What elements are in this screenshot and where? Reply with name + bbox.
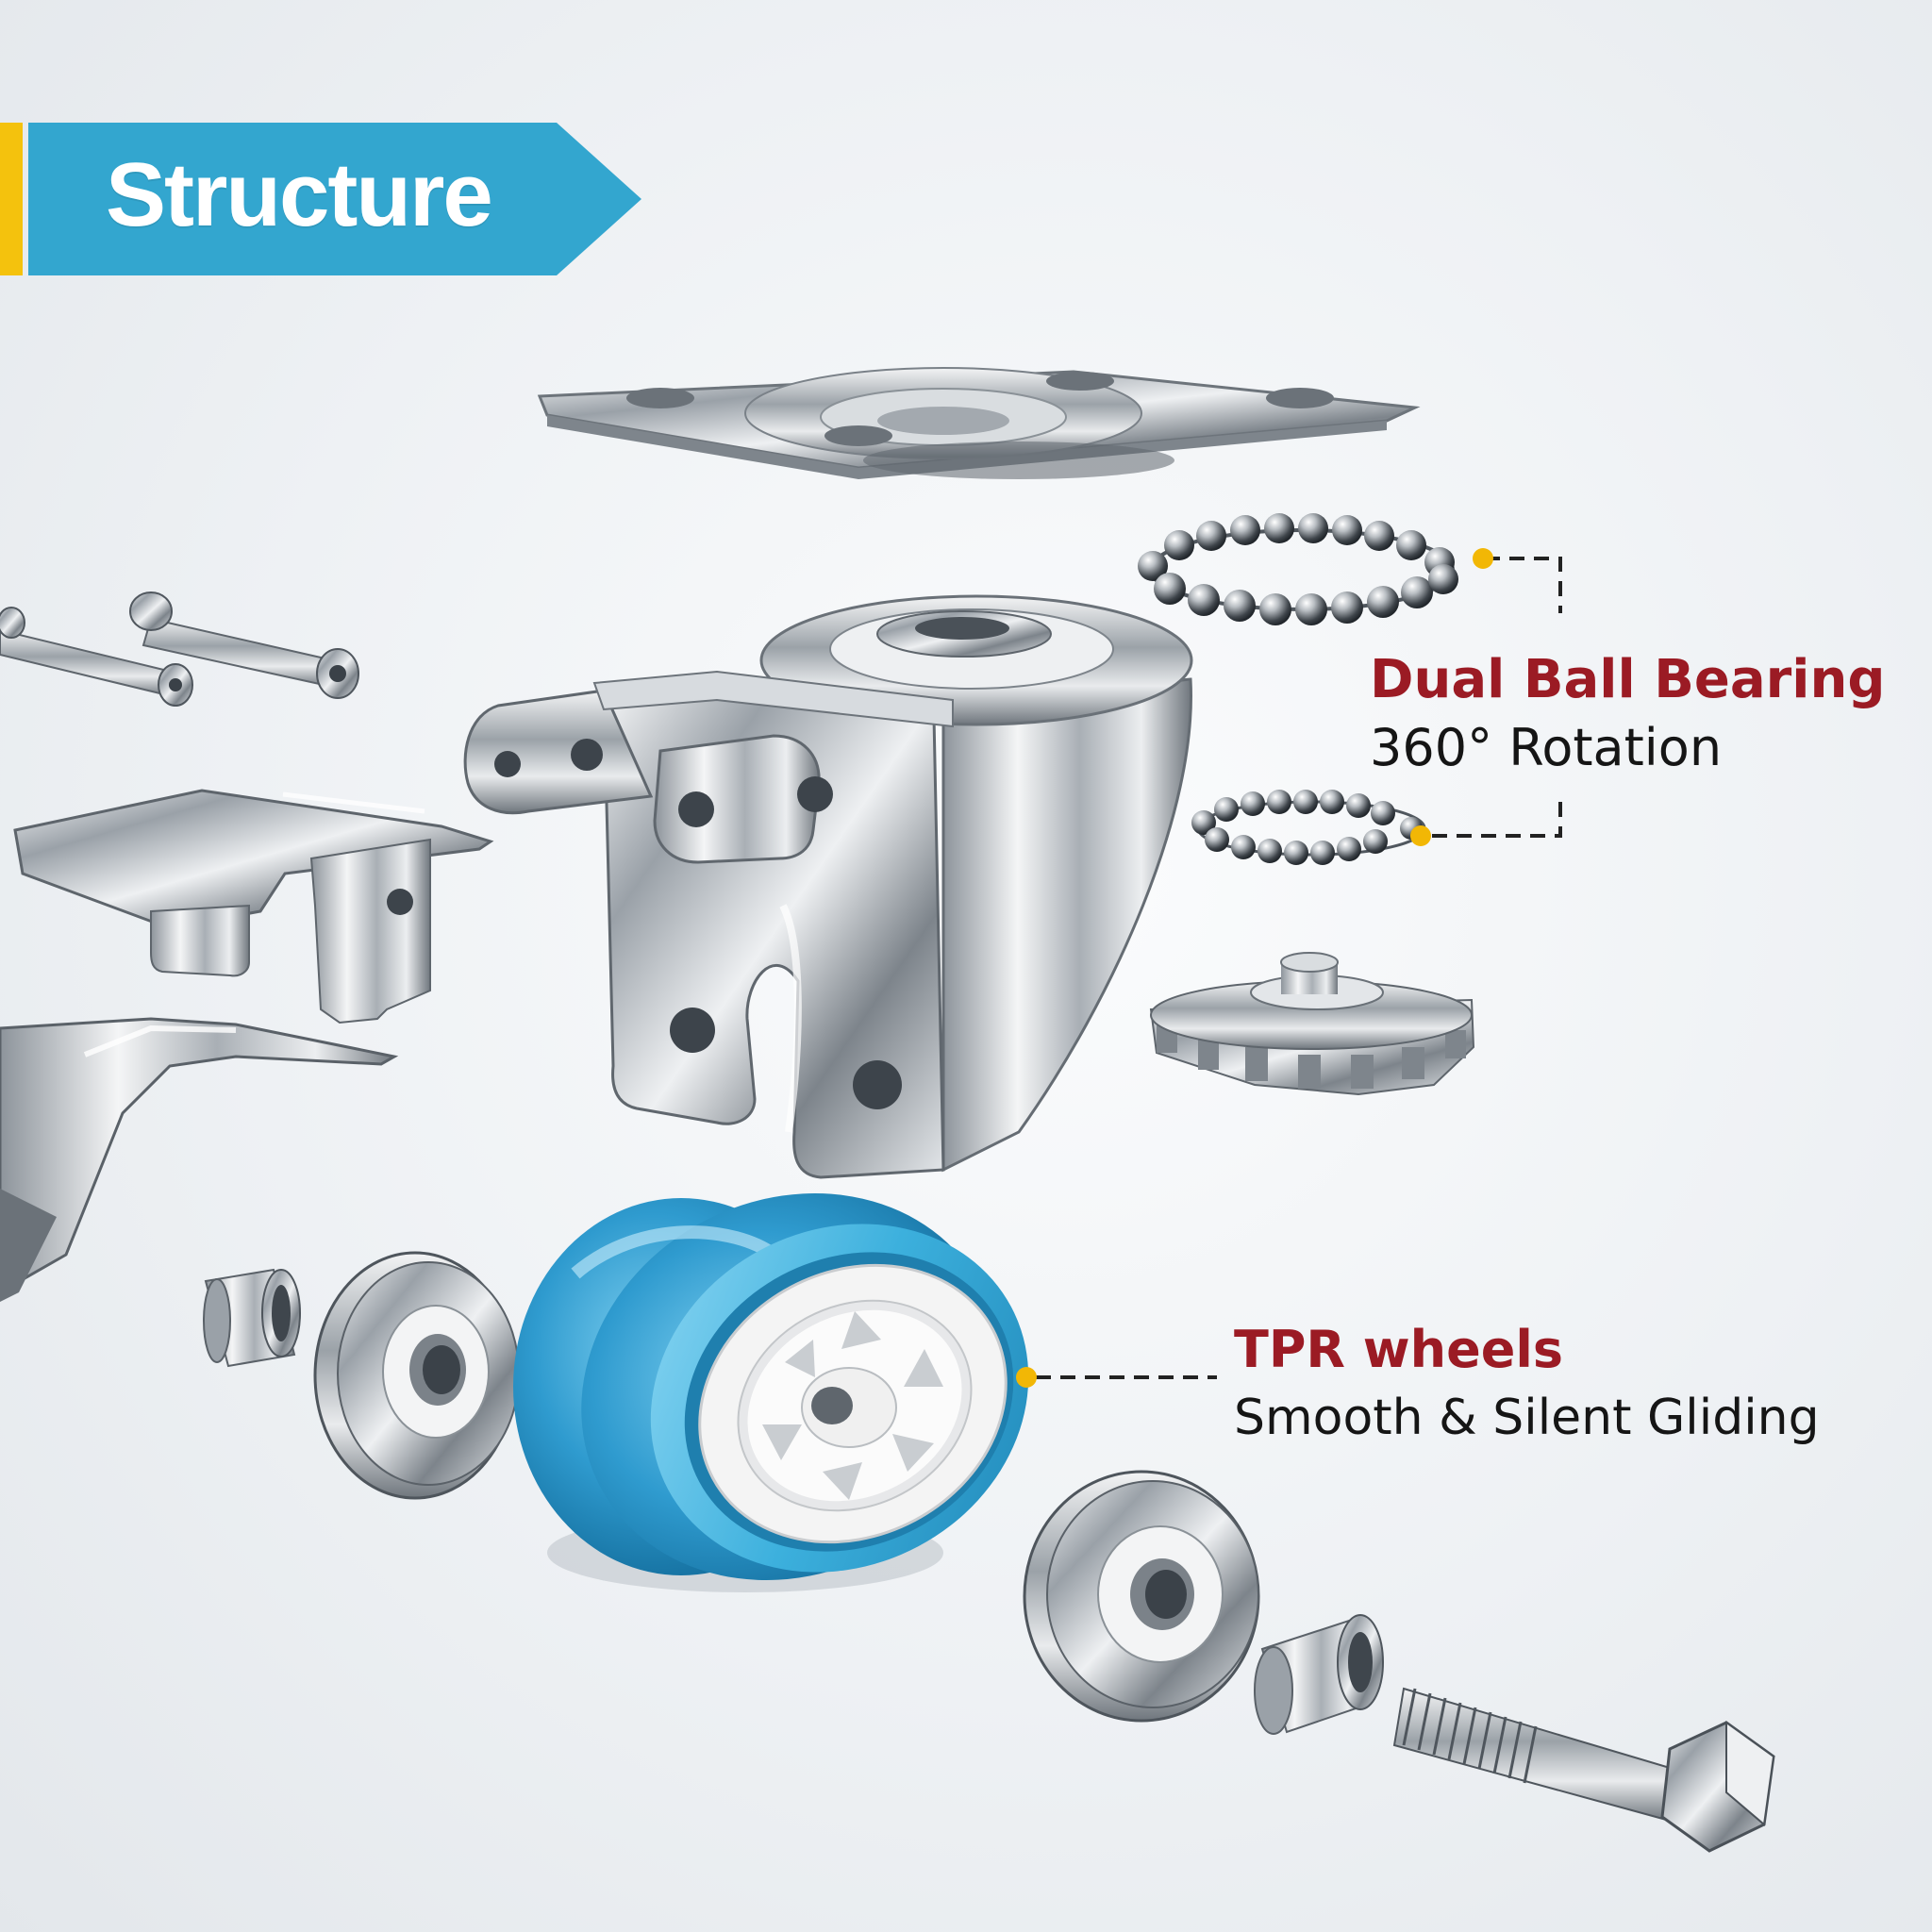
wheel-bearing-left <box>313 1251 520 1500</box>
bushing-left <box>203 1268 301 1368</box>
leader-dot <box>1410 825 1431 846</box>
axle-bolt <box>1392 1687 1775 1853</box>
bearing-leader-lines <box>1410 548 1562 846</box>
brake-bracket <box>13 789 494 1024</box>
bushing-right <box>1254 1614 1384 1735</box>
wheel-callout-title: TPR wheels <box>1234 1320 1564 1379</box>
swivel-fork-bracket <box>463 594 1193 1179</box>
wheel-leader-line <box>1016 1367 1217 1388</box>
axle-pins <box>0 591 359 707</box>
wheel-callout-subtitle: Smooth & Silent Gliding <box>1234 1390 1820 1446</box>
section-banner: Structure <box>0 123 641 275</box>
bearing-callout: Dual Ball Bearing 360° Rotation <box>1370 646 1885 782</box>
wheel-bearing-right <box>1023 1470 1260 1723</box>
banner-accent-stripe <box>0 123 23 275</box>
ball-bearing-ring-small <box>1191 790 1426 865</box>
tpr-wheel <box>513 1193 1029 1592</box>
banner-arrow <box>28 123 641 275</box>
toothed-washer <box>1149 952 1475 1096</box>
bearing-callout-subtitle: 360° Rotation <box>1370 718 1723 777</box>
bearing-callout-title: Dual Ball Bearing <box>1370 649 1886 710</box>
ball-bearing-ring-large <box>1138 513 1458 625</box>
leader-dot <box>1016 1367 1037 1388</box>
wheel-callout: TPR wheels Smooth & Silent Gliding <box>1234 1316 1820 1452</box>
banner-title: Structure <box>106 144 493 245</box>
top-plate <box>537 367 1421 479</box>
brake-lever <box>0 1017 399 1302</box>
leader-dot <box>1473 548 1493 569</box>
